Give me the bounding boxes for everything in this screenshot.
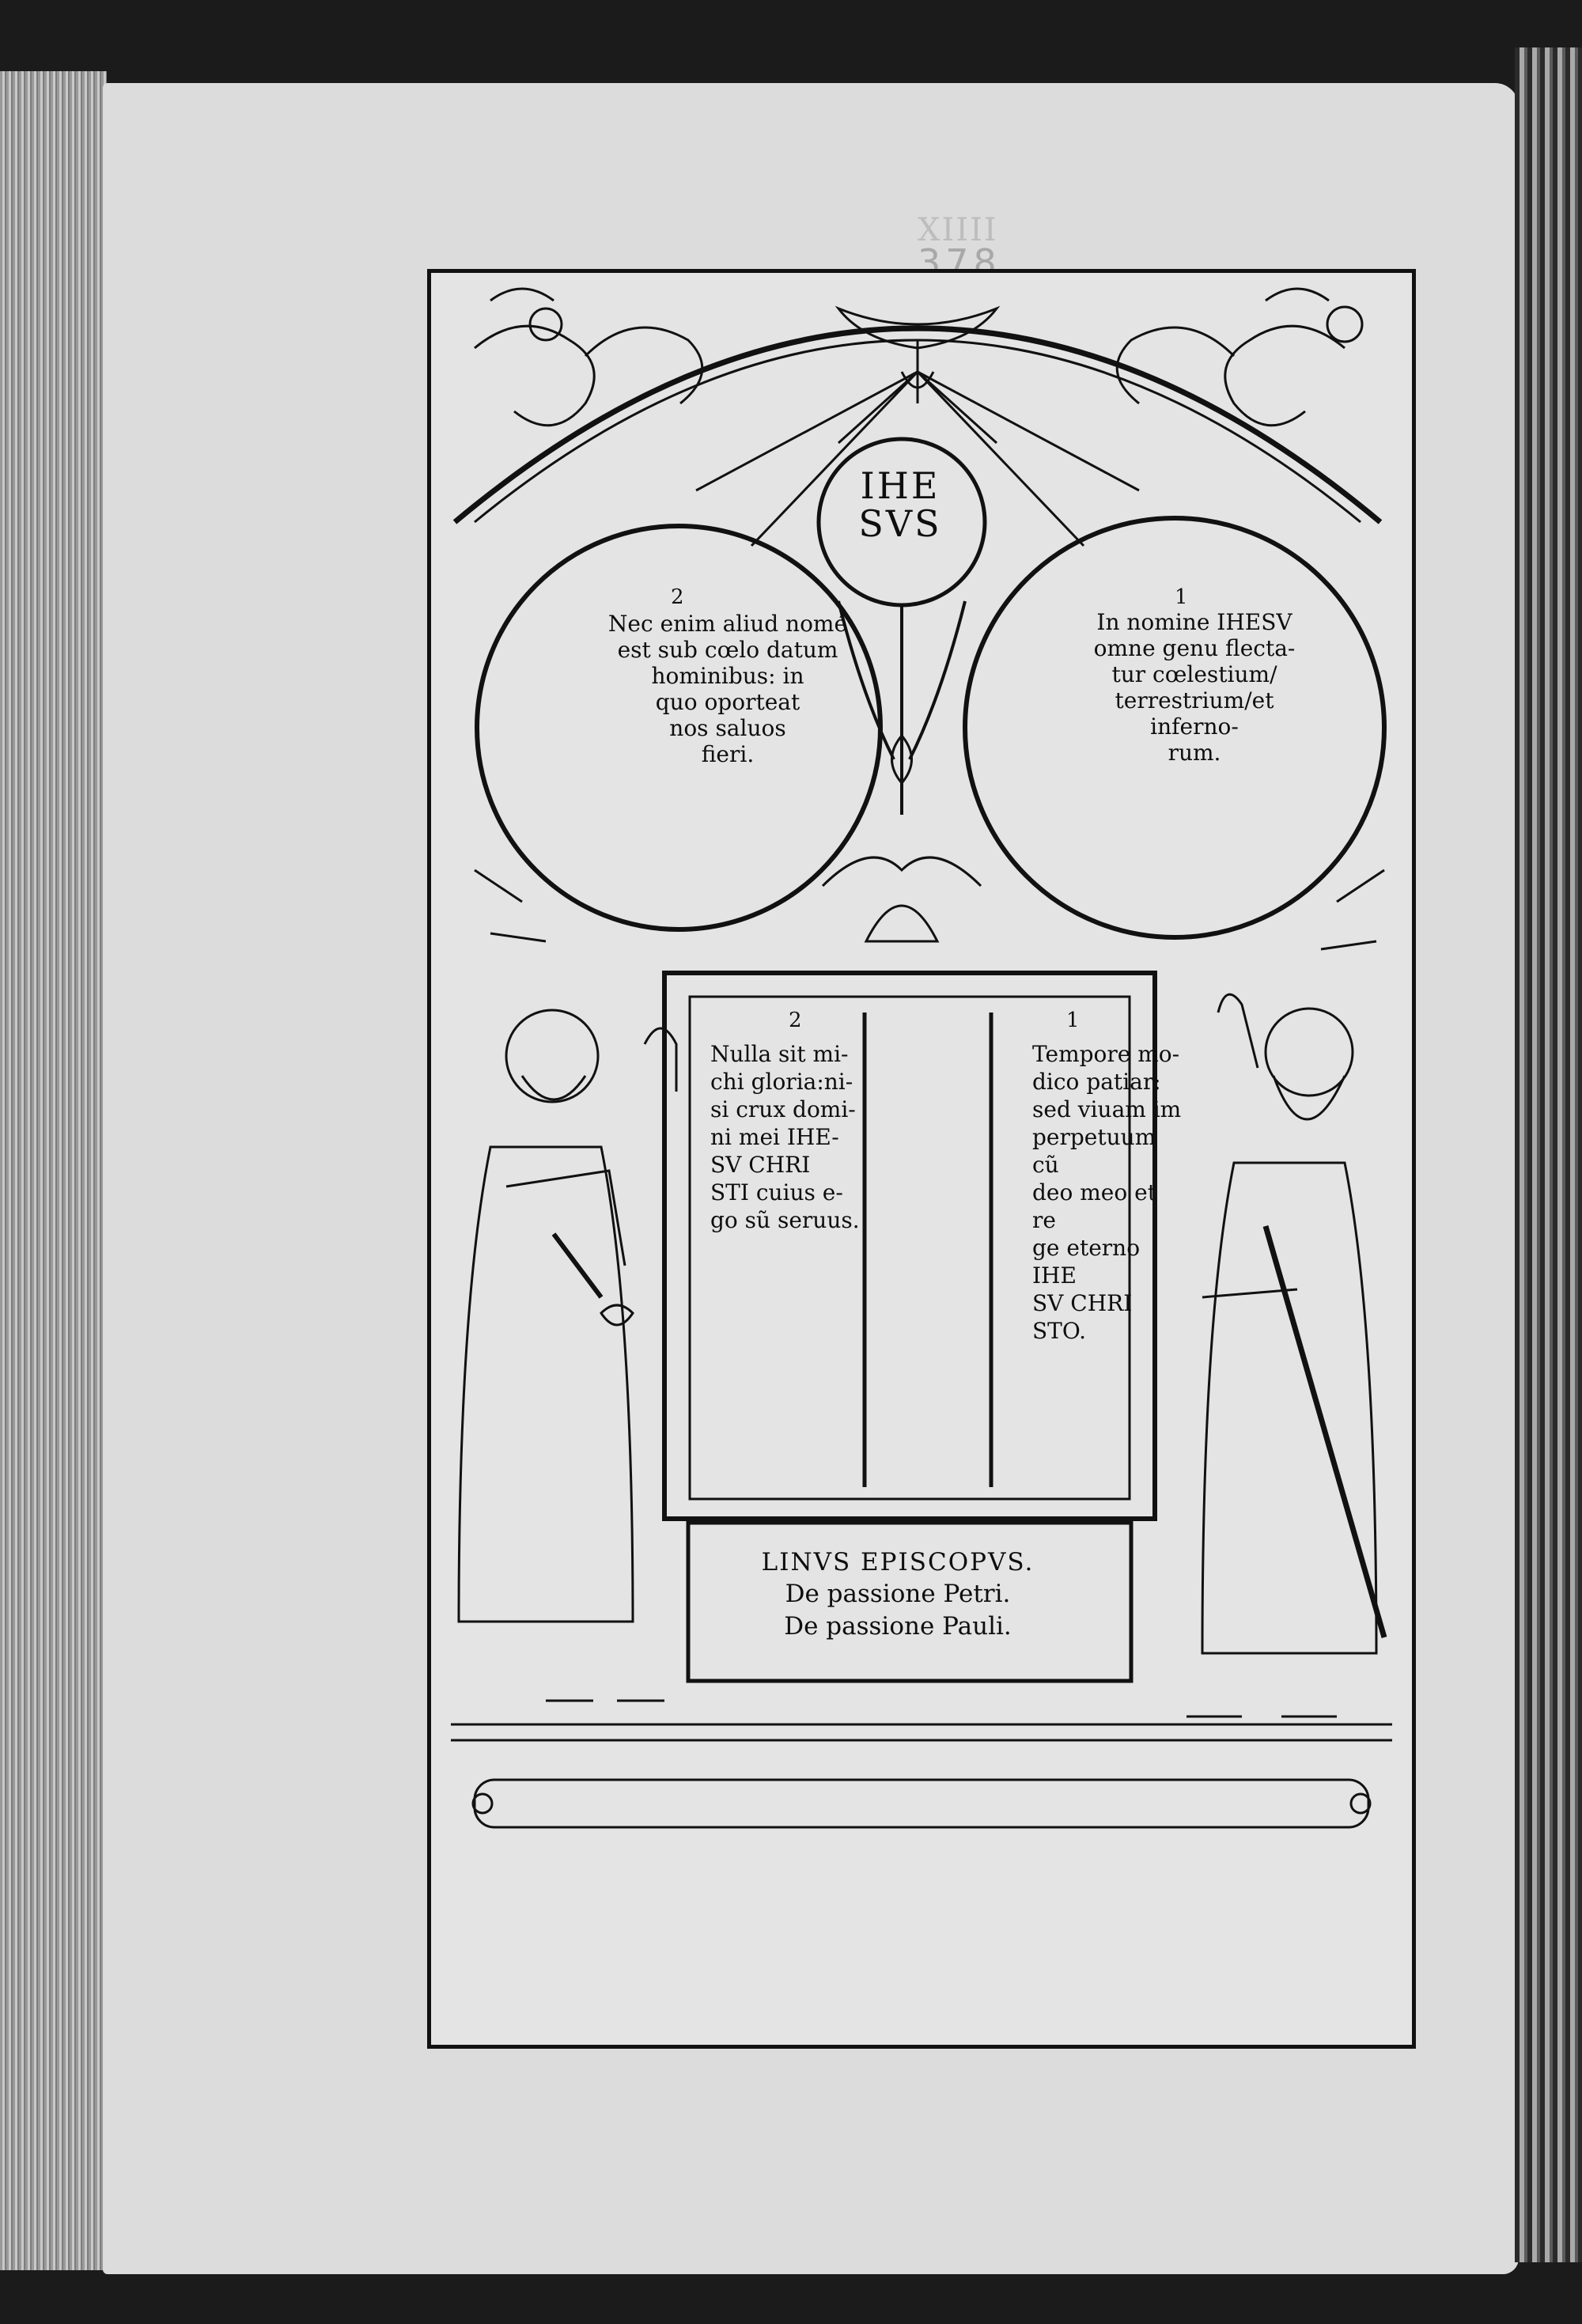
right-tablet-number: 1 xyxy=(1066,1009,1080,1032)
text-line: inferno- xyxy=(1150,713,1239,740)
text-line: hominibus: in xyxy=(651,663,804,690)
text-line: si crux domi- xyxy=(710,1096,856,1122)
saint-peter xyxy=(457,1009,678,1702)
left-circle-number: 2 xyxy=(671,585,684,609)
text-line: terrestrium/et xyxy=(1115,687,1274,714)
text-line: go sũ seruus. xyxy=(710,1207,860,1233)
ground xyxy=(451,1723,1392,1829)
text-line: Nec enim aliud nomé xyxy=(607,611,848,637)
center-name-line: IHE xyxy=(860,464,940,507)
text-line: STI cuius e- xyxy=(710,1179,843,1206)
text-line: deo meo et re xyxy=(1032,1179,1156,1233)
dove xyxy=(835,305,1001,403)
text-line: quo oporteat xyxy=(655,689,800,716)
text-line: Nulla sit mi- xyxy=(710,1041,849,1067)
page-edges-right xyxy=(1515,47,1582,2262)
left-tablet-number: 2 xyxy=(789,1009,802,1032)
text-line: fieri. xyxy=(701,741,755,768)
text-line: est sub cœlo datum xyxy=(617,637,838,664)
tablet-frame xyxy=(662,971,1157,1521)
right-tablet-text: Tempore mo- dico patiar: sed viuam im pe… xyxy=(1032,1040,1183,1345)
text-line: sed viuam im xyxy=(1032,1096,1182,1122)
running-head: XIIII xyxy=(918,212,998,248)
cartouche-line: De passione Pauli. xyxy=(784,1611,1012,1641)
text-line: perpetuum cũ xyxy=(1032,1124,1156,1178)
center-name-line: SVS xyxy=(858,502,942,546)
text-line: SV CHRI xyxy=(1032,1290,1133,1316)
text-line: dico patiar: xyxy=(1032,1069,1161,1095)
text-line: STO. xyxy=(1032,1318,1087,1344)
text-line: In nomine IHESV xyxy=(1096,609,1292,635)
left-circle-text: Nec enim aliud nomé est sub cœlo datum h… xyxy=(601,611,854,767)
text-line: chi gloria:ni- xyxy=(710,1069,853,1095)
text-line: SV CHRI xyxy=(710,1152,811,1178)
rays xyxy=(695,370,1140,547)
right-circle-number: 1 xyxy=(1175,585,1188,609)
text-line: ge eterno IHE xyxy=(1032,1235,1141,1289)
foliage-left xyxy=(474,287,704,427)
woodcut-frame xyxy=(427,269,1416,2049)
foliage-right xyxy=(1115,287,1364,427)
rays-lower xyxy=(474,869,1385,951)
fleur-de-lis xyxy=(891,733,913,785)
cartouche-title: LINVS EPISCOPVS. xyxy=(761,1548,1035,1576)
text-line: ni mei IHE- xyxy=(710,1124,839,1150)
text-line: rum. xyxy=(1168,740,1221,766)
left-tablet-text: Nulla sit mi- chi gloria:ni- si crux dom… xyxy=(710,1040,861,1234)
cartouche-frame xyxy=(686,1520,1134,1683)
right-circle-text: In nomine IHESV omne genu flecta- tur cœ… xyxy=(1052,609,1337,766)
page-edges-left xyxy=(0,71,107,2270)
text-line: Tempore mo- xyxy=(1032,1041,1180,1067)
text-line: tur cœlestium/ xyxy=(1111,661,1277,688)
arch xyxy=(452,325,1383,524)
shell xyxy=(864,904,940,943)
text-line: nos saluos xyxy=(669,715,786,742)
cartouche-text: LINVS EPISCOPVS. De passione Petri. De p… xyxy=(712,1546,1084,1642)
text-line: omne genu flecta- xyxy=(1093,635,1296,662)
right-circle xyxy=(963,516,1387,940)
cartouche-line: De passione Petri. xyxy=(785,1580,1011,1609)
saint-paul xyxy=(1186,993,1387,1718)
center-name: IHE SVS xyxy=(845,467,956,543)
